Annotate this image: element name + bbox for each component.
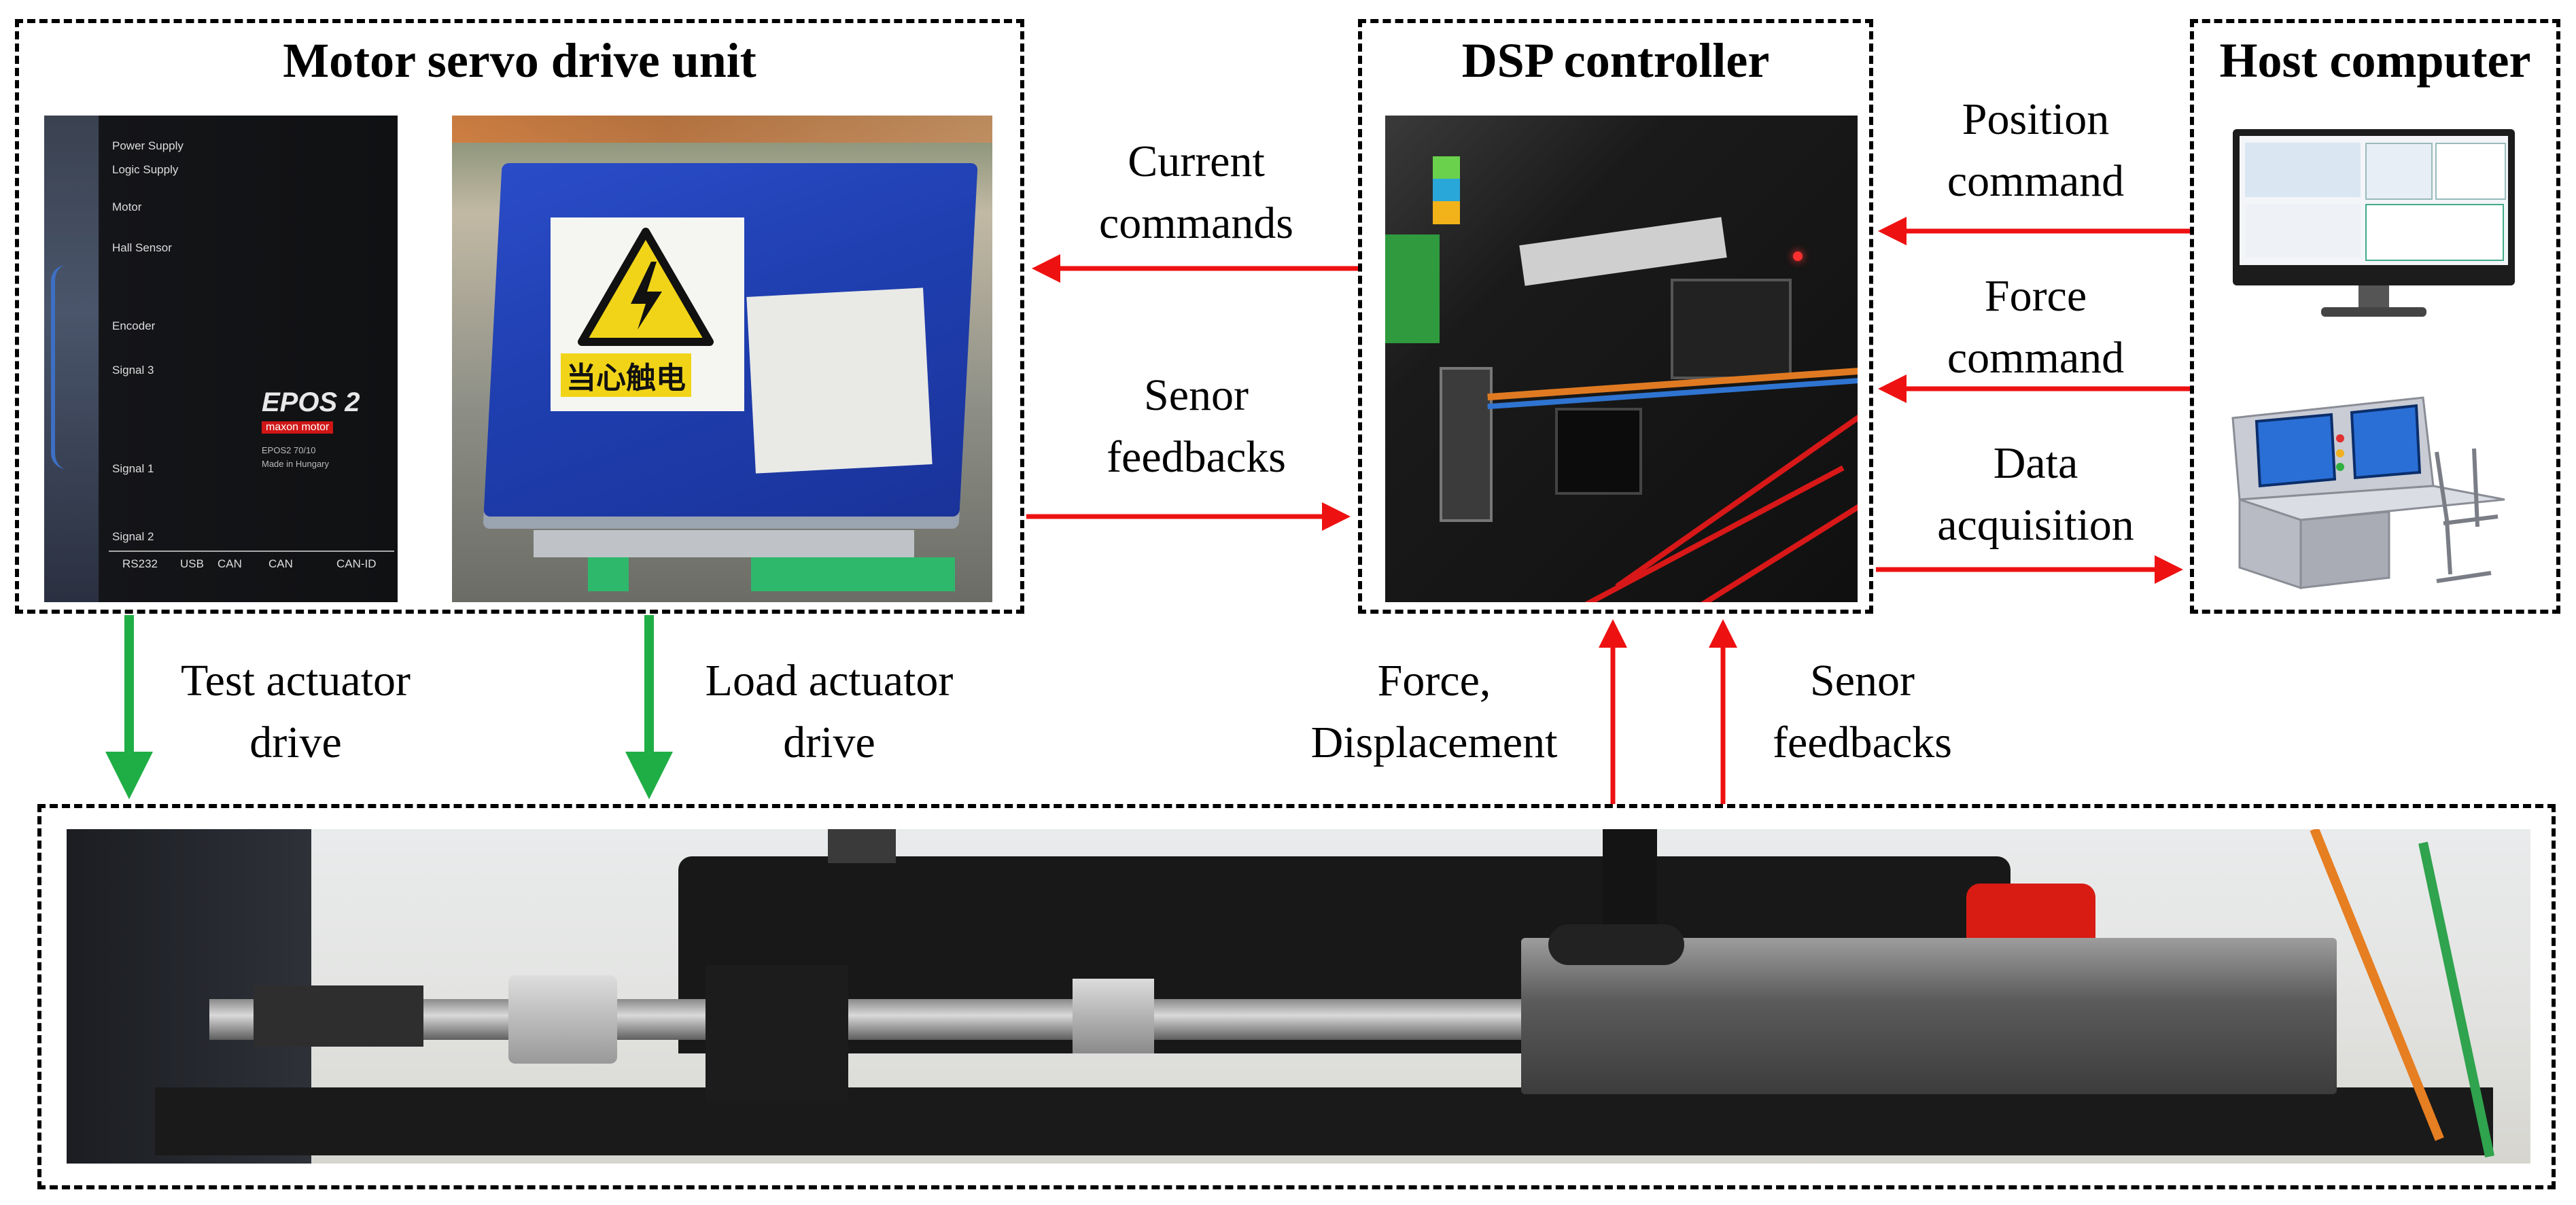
- epos-port-can1: CAN: [217, 557, 242, 570]
- epos-port-hall: Hall Sensor: [112, 241, 172, 254]
- force-command-label: Force command: [1947, 271, 2125, 383]
- test-actuator-drive-label: Test actuator drive: [180, 656, 411, 768]
- warning-text: 当心触电: [561, 353, 691, 397]
- epos-port-logic: Logic Supply: [112, 163, 179, 176]
- data-acquisition-label: Data acquisition: [1937, 438, 2134, 551]
- force-displacement-label: Force, Displacement: [1310, 656, 1558, 768]
- dsp-board-photo: [1385, 116, 1858, 602]
- motor-servo-drive-title: Motor servo drive unit: [283, 33, 756, 88]
- epos2-controller-photo: Power Supply Logic Supply Motor Hall Sen…: [44, 116, 398, 602]
- host-monitor-icon: [2233, 129, 2515, 323]
- epos-port-rs232: RS232: [122, 557, 158, 570]
- epos-port-signal2: Signal 2: [112, 530, 154, 543]
- epos-port-encoder: Encoder: [112, 319, 156, 332]
- current-commands-label: Current commands: [1099, 137, 1293, 249]
- epos-port-can-id: CAN-ID: [336, 557, 377, 570]
- high-voltage-warning-icon: [578, 228, 714, 346]
- host-computer-title: Host computer: [2219, 33, 2531, 88]
- load-servo-driver-photo: 当心触电: [452, 116, 992, 602]
- epos-port-signal3: Signal 3: [112, 364, 154, 377]
- epos-port-motor: Motor: [112, 200, 142, 213]
- epos-brand-logo: EPOS 2: [262, 387, 360, 417]
- epos-port-power: Power Supply: [112, 139, 184, 152]
- test-bench-photo: [67, 829, 2530, 1164]
- senor-feedbacks-label-bottom: Senor feedbacks: [1773, 656, 1952, 768]
- test-console-icon: [2231, 396, 2505, 590]
- position-command-label: Position command: [1947, 94, 2125, 207]
- epos-port-signal1: Signal 1: [112, 462, 154, 475]
- epos-maker-label: maxon motor: [262, 421, 334, 434]
- epos-port-can2: CAN: [268, 557, 293, 570]
- epos-model-text: EPOS2 70/10: [262, 445, 316, 455]
- epos-origin-text: Made in Hungary: [262, 459, 329, 469]
- senor-feedbacks-label-top: Senor feedbacks: [1107, 370, 1286, 483]
- dsp-controller-title: DSP controller: [1461, 33, 1770, 88]
- epos-port-usb: USB: [180, 557, 204, 570]
- load-actuator-drive-label: Load actuator drive: [705, 656, 954, 768]
